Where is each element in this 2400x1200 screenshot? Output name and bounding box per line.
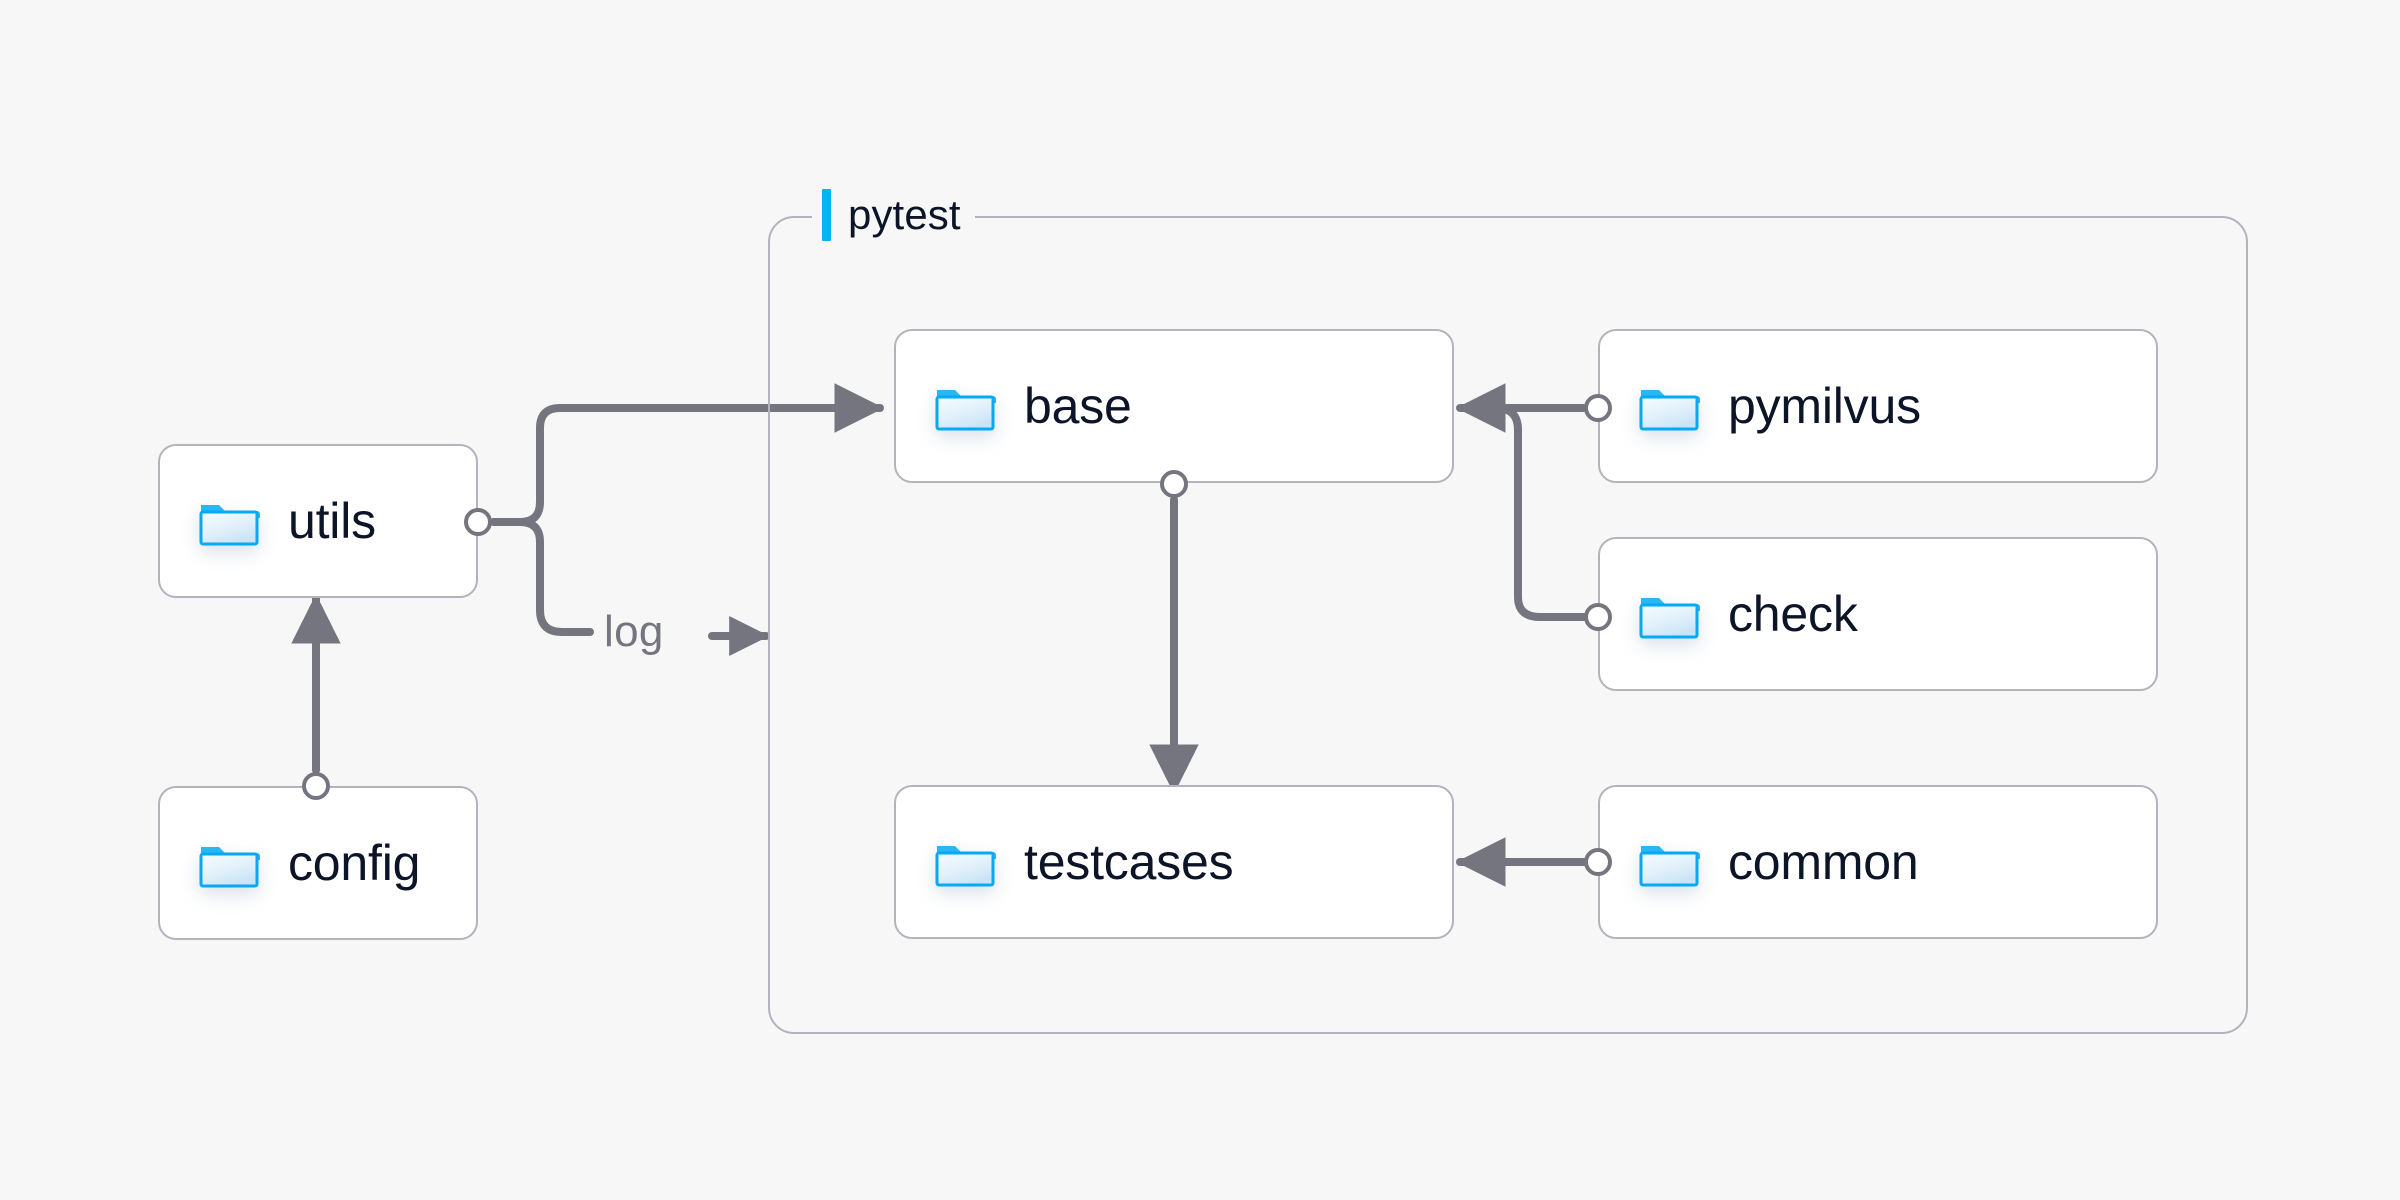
node-pymilvus[interactable]: pymilvus <box>1598 329 2158 483</box>
port-utils-right[interactable] <box>464 508 492 536</box>
node-testcases[interactable]: testcases <box>894 785 1454 939</box>
group-pytest[interactable] <box>768 216 2248 1034</box>
node-base[interactable]: base <box>894 329 1454 483</box>
node-check[interactable]: check <box>1598 537 2158 691</box>
folder-icon <box>198 495 260 547</box>
node-check-label: check <box>1728 586 1858 642</box>
port-config-top[interactable] <box>302 772 330 800</box>
node-utils[interactable]: utils <box>158 444 478 598</box>
group-pytest-label: pytest <box>812 186 975 244</box>
group-title: pytest <box>848 191 961 238</box>
folder-icon <box>1638 836 1700 888</box>
node-common-label: common <box>1728 834 1919 890</box>
folder-icon <box>1638 380 1700 432</box>
node-utils-label: utils <box>288 493 376 549</box>
port-pymilvus-left[interactable] <box>1584 394 1612 422</box>
port-base-bottom[interactable] <box>1160 470 1188 498</box>
edge-label-log: log <box>604 607 664 656</box>
node-pymilvus-label: pymilvus <box>1728 378 1921 434</box>
folder-icon <box>198 837 260 889</box>
node-common[interactable]: common <box>1598 785 2158 939</box>
port-check-left[interactable] <box>1584 603 1612 631</box>
group-accent-bar <box>822 189 831 241</box>
port-common-left[interactable] <box>1584 848 1612 876</box>
folder-icon <box>1638 588 1700 640</box>
folder-icon <box>934 836 996 888</box>
node-config-label: config <box>288 835 421 891</box>
node-base-label: base <box>1024 378 1132 434</box>
folder-icon <box>934 380 996 432</box>
node-testcases-label: testcases <box>1024 834 1234 890</box>
node-config[interactable]: config <box>158 786 478 940</box>
edge-utils-log <box>490 518 594 636</box>
